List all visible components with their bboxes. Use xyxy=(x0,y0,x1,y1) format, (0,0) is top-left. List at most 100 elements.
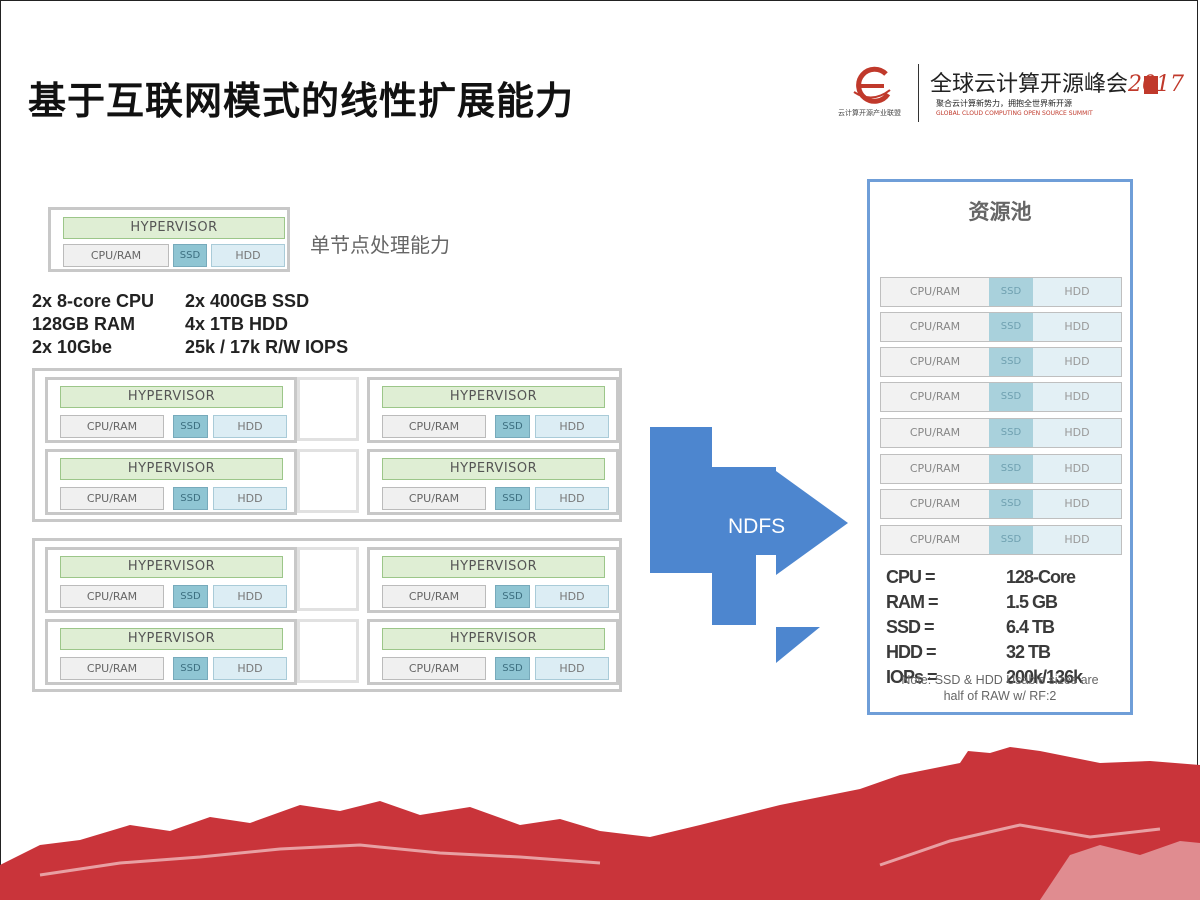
pool-note: Note: SSD & HDD Usable sizes are half of… xyxy=(870,672,1130,704)
empty-slot xyxy=(297,449,359,513)
logo-divider xyxy=(918,64,919,122)
cpu-ram-block: CPU/RAM xyxy=(63,244,169,267)
resource-pool-title: 资源池 xyxy=(870,196,1130,226)
hdd-block: HDD xyxy=(213,415,287,438)
single-node-diagram: HYPERVISOR CPU/RAM SSD HDD xyxy=(48,207,290,272)
stat-key: RAM = xyxy=(886,590,938,615)
cluster-node: HYPERVISOR CPU/RAM SSD HDD xyxy=(367,547,619,613)
cluster-node: HYPERVISOR CPU/RAM SSD HDD xyxy=(45,547,297,613)
hdd-block: HDD xyxy=(1033,348,1121,376)
summit-logo: 云计算开源产业联盟 全球云计算开源峰会2017 聚合云计算新势力，拥抱全世界新开… xyxy=(838,62,1168,124)
stat-value: 32 TB xyxy=(1006,640,1050,665)
single-node-label: 单节点处理能力 xyxy=(310,229,450,258)
spec-cpu: 2x 8-core CPU xyxy=(32,290,154,313)
ssd-block: SSD xyxy=(989,313,1033,341)
cpu-ram-block: CPU/RAM xyxy=(881,455,989,483)
specs-column-2: 2x 400GB SSD 4x 1TB HDD 25k / 17k R/W IO… xyxy=(185,290,348,359)
spec-ram: 128GB RAM xyxy=(32,313,154,336)
empty-slot xyxy=(297,547,359,611)
cpu-ram-block: CPU/RAM xyxy=(382,657,486,680)
cpu-ram-block: CPU/RAM xyxy=(60,487,164,510)
cpu-ram-block: CPU/RAM xyxy=(382,415,486,438)
hdd-block: HDD xyxy=(213,487,287,510)
cpu-ram-block: CPU/RAM xyxy=(881,526,989,554)
hdd-block: HDD xyxy=(1033,490,1121,518)
resource-pool: 资源池 CPU/RAM SSD HDD CPU/RAM SSD HDD CPU/… xyxy=(867,179,1133,715)
ssd-block: SSD xyxy=(989,278,1033,306)
pool-node-row: CPU/RAM SSD HDD xyxy=(880,347,1122,377)
spec-network: 2x 10Gbe xyxy=(32,336,154,359)
ssd-block: SSD xyxy=(989,383,1033,411)
hypervisor-block: HYPERVISOR xyxy=(382,556,605,578)
ssd-block: SSD xyxy=(989,419,1033,447)
hdd-block: HDD xyxy=(213,657,287,680)
hdd-block: HDD xyxy=(1033,455,1121,483)
seal-stamp xyxy=(1144,76,1158,94)
cpu-ram-block: CPU/RAM xyxy=(60,657,164,680)
specs-column-1: 2x 8-core CPU 128GB RAM 2x 10Gbe xyxy=(32,290,154,359)
ssd-block: SSD xyxy=(989,455,1033,483)
hypervisor-block: HYPERVISOR xyxy=(382,628,605,650)
cpu-ram-block: CPU/RAM xyxy=(881,313,989,341)
cluster-node: HYPERVISOR CPU/RAM SSD HDD xyxy=(367,377,619,443)
ndfs-arrow-icon xyxy=(648,425,858,665)
hypervisor-block: HYPERVISOR xyxy=(63,217,285,239)
empty-slot xyxy=(297,619,359,683)
cloud-alliance-logo-icon xyxy=(850,64,894,108)
hypervisor-block: HYPERVISOR xyxy=(60,386,283,408)
hdd-block: HDD xyxy=(1033,313,1121,341)
ssd-block: SSD xyxy=(173,415,208,438)
ssd-block: SSD xyxy=(173,244,207,267)
great-wall-decoration-icon xyxy=(0,745,1200,900)
empty-slot xyxy=(297,377,359,441)
hdd-block: HDD xyxy=(1033,526,1121,554)
cpu-ram-block: CPU/RAM xyxy=(881,490,989,518)
hdd-block: HDD xyxy=(535,657,609,680)
cpu-ram-block: CPU/RAM xyxy=(382,487,486,510)
spec-ssd: 2x 400GB SSD xyxy=(185,290,348,313)
cluster-node: HYPERVISOR CPU/RAM SSD HDD xyxy=(45,377,297,443)
pool-node-row: CPU/RAM SSD HDD xyxy=(880,382,1122,412)
ssd-block: SSD xyxy=(989,490,1033,518)
summit-tagline: 聚合云计算新势力，拥抱全世界新开源 xyxy=(936,98,1072,109)
ssd-block: SSD xyxy=(495,415,530,438)
pool-note-line-2: half of RAW w/ RF:2 xyxy=(870,688,1130,704)
pool-node-row: CPU/RAM SSD HDD xyxy=(880,489,1122,519)
pool-node-row: CPU/RAM SSD HDD xyxy=(880,312,1122,342)
hypervisor-block: HYPERVISOR xyxy=(382,458,605,480)
ndfs-label: NDFS xyxy=(728,515,785,539)
ssd-block: SSD xyxy=(495,585,530,608)
ssd-block: SSD xyxy=(989,348,1033,376)
hypervisor-block: HYPERVISOR xyxy=(60,556,283,578)
cpu-ram-block: CPU/RAM xyxy=(60,415,164,438)
pool-note-line-1: Note: SSD & HDD Usable sizes are xyxy=(870,672,1130,688)
stat-key: SSD = xyxy=(886,615,934,640)
ssd-block: SSD xyxy=(173,487,208,510)
alliance-name: 云计算开源产业联盟 xyxy=(838,108,901,118)
cpu-ram-block: CPU/RAM xyxy=(881,419,989,447)
cpu-ram-block: CPU/RAM xyxy=(881,383,989,411)
cluster-block-1: HYPERVISOR CPU/RAM SSD HDD HYPERVISOR CP… xyxy=(32,368,622,522)
pool-node-row: CPU/RAM SSD HDD xyxy=(880,277,1122,307)
stat-value: 6.4 TB xyxy=(1006,615,1054,640)
pool-node-row: CPU/RAM SSD HDD xyxy=(880,454,1122,484)
summit-name-text: 全球云计算开源峰会 xyxy=(930,72,1128,97)
hypervisor-block: HYPERVISOR xyxy=(60,628,283,650)
hdd-block: HDD xyxy=(1033,383,1121,411)
ssd-block: SSD xyxy=(173,585,208,608)
cluster-block-2: HYPERVISOR CPU/RAM SSD HDD HYPERVISOR CP… xyxy=(32,538,622,692)
hdd-block: HDD xyxy=(535,415,609,438)
stat-key: HDD = xyxy=(886,640,936,665)
cluster-node: HYPERVISOR CPU/RAM SSD HDD xyxy=(367,449,619,515)
pool-node-row: CPU/RAM SSD HDD xyxy=(880,418,1122,448)
hdd-block: HDD xyxy=(1033,278,1121,306)
ssd-block: SSD xyxy=(989,526,1033,554)
cpu-ram-block: CPU/RAM xyxy=(881,278,989,306)
spec-iops: 25k / 17k R/W IOPS xyxy=(185,336,348,359)
ssd-block: SSD xyxy=(495,657,530,680)
hdd-block: HDD xyxy=(535,487,609,510)
stat-value: 1.5 GB xyxy=(1006,590,1057,615)
stat-value: 128-Core xyxy=(1006,565,1075,590)
hdd-block: HDD xyxy=(211,244,285,267)
ssd-block: SSD xyxy=(173,657,208,680)
